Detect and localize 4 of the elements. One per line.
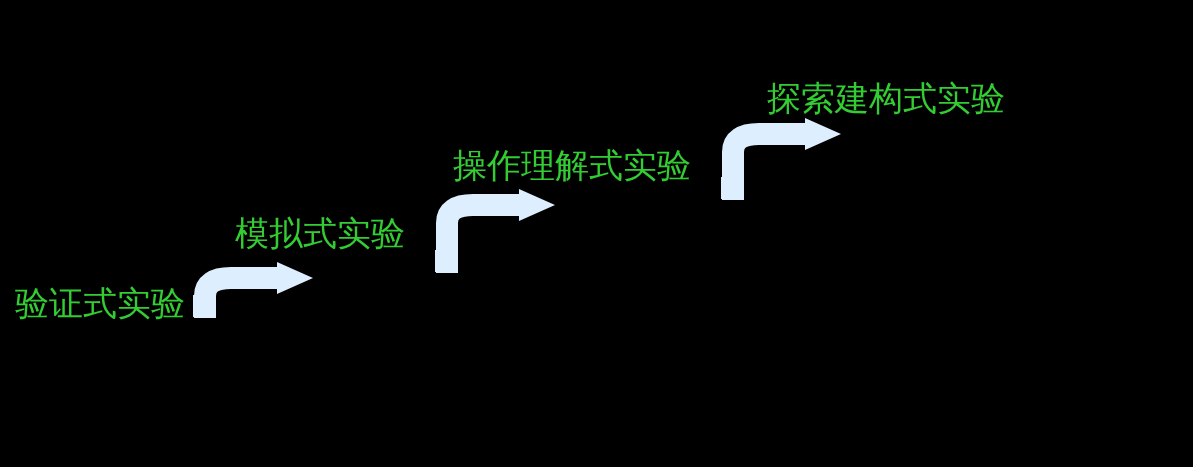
step-label: 探索建构式实验: [767, 78, 1005, 134]
step-label: 模拟式实验: [235, 213, 435, 278]
step-label: 验证式实验: [15, 283, 193, 323]
step-label: 操作理解式实验: [453, 145, 721, 205]
